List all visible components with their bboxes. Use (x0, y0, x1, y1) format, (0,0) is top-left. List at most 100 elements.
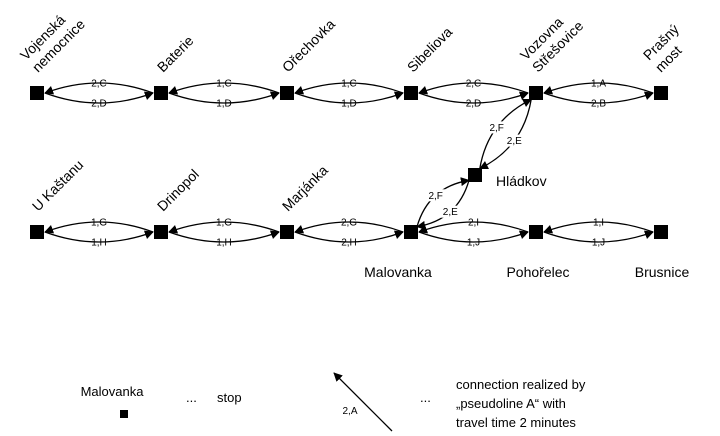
connection-label: 2,F (428, 191, 442, 202)
stop-marker-pohorelec (529, 225, 543, 239)
connection-label: 1,A (591, 79, 606, 90)
stop-marker-vojenska (30, 86, 44, 100)
connection-arrow (478, 99, 532, 170)
connection-label: 2,C (466, 79, 482, 90)
connection-arrow (479, 98, 533, 169)
connection-label: 2,F (489, 123, 503, 134)
stop-label-pohorelec: Pohořelec (506, 264, 569, 280)
connection-label: 1,G (91, 218, 107, 229)
connection-arrow (168, 82, 280, 95)
stop-marker-prasny (654, 86, 668, 100)
connection-arrow (418, 82, 529, 95)
connection-label-background (440, 205, 461, 218)
stop-label-malovanka: Malovanka (364, 264, 432, 280)
connection-label: 1,H (91, 238, 107, 249)
connection-arrow (543, 91, 654, 104)
stop-label-ukastanu: U Kaštanu (29, 157, 87, 215)
connection-arrow (294, 82, 404, 95)
connection-label-background (504, 134, 525, 147)
stop-label-line: Drinopol (154, 166, 202, 214)
stop-label-vozovna: VozovnaStřešovice (517, 5, 587, 75)
connection-label: 2,E (507, 136, 522, 147)
connection-label: 1,H (216, 238, 232, 249)
connection-label: 2,G (341, 218, 357, 229)
connection-label-background (486, 121, 507, 134)
connection-arrow (44, 82, 154, 95)
connection-arrow (416, 180, 470, 230)
connection-label: 2,H (341, 238, 357, 249)
legend-stop-dots: ... (186, 390, 197, 405)
connection-arrow (168, 230, 280, 243)
stop-label-baterie: Baterie (154, 32, 197, 75)
connection-arrow (543, 82, 654, 95)
stop-label-sibeliova: Sibeliova (404, 23, 456, 75)
stop-label-vojenska: Vojenskánemocnice (17, 4, 88, 75)
connection-label: 2,D (466, 99, 482, 110)
stop-marker-baterie (154, 86, 168, 100)
stop-marker-drinopol (154, 225, 168, 239)
stop-label-hladkov: Hládkov (496, 173, 547, 189)
legend-connection-arrow (333, 372, 393, 432)
connection-arrow (44, 230, 154, 243)
connection-label: 1,G (216, 218, 232, 229)
connection-label: 1,D (341, 99, 357, 110)
stop-marker-hladkov (468, 168, 482, 182)
connection-arrow (294, 221, 404, 234)
connection-arrow (543, 230, 654, 243)
connection-label: 1,J (467, 238, 480, 249)
stop-marker-brusnice (654, 225, 668, 239)
stop-label-marjanka: Marjánka (279, 162, 331, 214)
connection-label: 2,E (443, 207, 458, 218)
stop-label-prasny: Prašnýmost (640, 21, 694, 75)
stop-marker-sibeliova (404, 86, 418, 100)
connection-arrow (44, 221, 154, 234)
connection-label: 2,B (591, 99, 606, 110)
stop-label-line: Brusnice (635, 264, 690, 280)
stop-label-line: Baterie (154, 32, 197, 75)
stop-layer (30, 86, 668, 239)
stop-marker-malovanka (404, 225, 418, 239)
connection-arrow (418, 230, 529, 243)
legend-connection-arrow-label: 2,A (342, 406, 357, 417)
connection-layer: 2,C2,D1,C1,D1,C1,D2,C2,D1,A2,B2,E2,F2,E2… (44, 79, 654, 249)
legend-connection-meaning-line-2: „pseudoline A“ with (456, 396, 566, 411)
stop-label-line: Pohořelec (506, 264, 569, 280)
connection-label-background (425, 189, 446, 202)
connection-label: 1,D (216, 99, 232, 110)
legend-stop-meaning: stop (217, 390, 242, 405)
connection-label: 2,C (91, 79, 107, 90)
connection-label: 2,I (468, 218, 479, 229)
stop-label-line: Marjánka (279, 162, 331, 214)
legend-connection-dots: ... (420, 390, 431, 405)
connection-label: 2,D (91, 99, 107, 110)
connection-arrow (418, 221, 529, 234)
legend-stop-marker (120, 410, 128, 418)
stop-label-drinopol: Drinopol (154, 166, 202, 214)
stop-label-line: Hládkov (496, 173, 547, 189)
stop-label-line: Ořechovka (279, 16, 338, 75)
stop-label-brusnice: Brusnice (635, 264, 690, 280)
connection-arrow (294, 230, 404, 243)
stop-marker-ukastanu (30, 225, 44, 239)
connection-arrow (416, 177, 470, 227)
stop-label-line: U Kaštanu (29, 157, 87, 215)
legend-connection-meaning-line-3: travel time 2 minutes (456, 415, 576, 430)
connection-label: 1,C (341, 79, 357, 90)
connection-arrow (294, 91, 404, 104)
connection-label: 1,I (593, 218, 604, 229)
connection-label: 1,C (216, 79, 232, 90)
stop-label-line: Malovanka (364, 264, 432, 280)
legend: Malovanka ... stop 2,A ... connection re… (81, 372, 586, 432)
stop-marker-marjanka (280, 225, 294, 239)
stop-marker-orechovka (280, 86, 294, 100)
connection-arrow (418, 91, 529, 104)
connection-arrow (168, 221, 280, 234)
stop-marker-vozovna (529, 86, 543, 100)
legend-connection-meaning-line-1: connection realized by (456, 377, 586, 392)
stop-label-orechovka: Ořechovka (279, 16, 338, 75)
connection-arrow (44, 91, 154, 104)
legend-stop-example-label: Malovanka (81, 384, 145, 399)
connection-arrow (168, 91, 280, 104)
connection-label: 1,J (592, 238, 605, 249)
